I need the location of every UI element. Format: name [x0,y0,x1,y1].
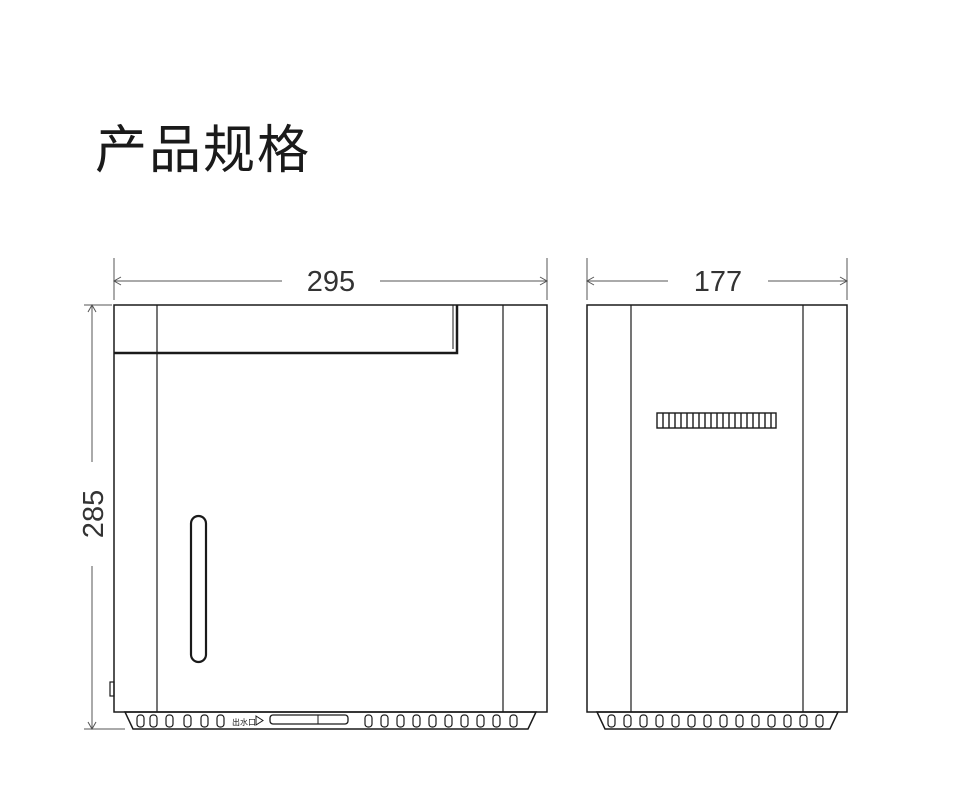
height-dimension: 285 [78,303,125,731]
base-vents-right [364,714,518,728]
page-title: 产品规格 [95,121,312,181]
depth-dimension: 177 [585,258,849,300]
play-arrow-icon [255,715,264,726]
front-view: 出水口 [109,304,548,730]
width-value: 295 [307,266,355,298]
base-vents-left [136,714,225,728]
water-level-window [189,514,208,664]
depth-value: 177 [694,266,742,298]
side-view [586,304,848,730]
side-base-vents [607,714,824,728]
port-label: 出水口 [232,717,256,727]
height-value: 285 [78,490,110,538]
drain-slot [269,714,349,725]
side-vent-grille [656,412,777,429]
width-dimension: 295 [112,258,549,300]
